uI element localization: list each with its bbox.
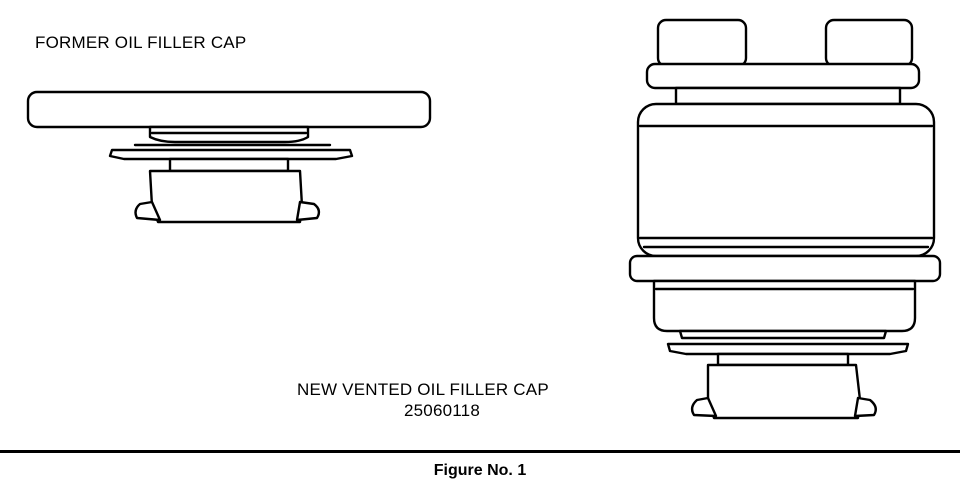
former-cap-left-lug bbox=[134, 200, 162, 222]
former-cap-gasket-flange bbox=[108, 148, 354, 161]
new-cap-top-band bbox=[645, 62, 921, 90]
new-cap-part-number: 25060118 bbox=[404, 401, 480, 420]
former-cap-neck bbox=[148, 125, 310, 144]
former-cap-right-lug bbox=[295, 200, 321, 222]
new-cap-handle-right bbox=[824, 18, 914, 68]
new-cap-collar-ring bbox=[628, 254, 942, 283]
new-vented-oil-filler-cap bbox=[628, 18, 942, 420]
new-cap-label: NEW VENTED OIL FILLER CAP bbox=[297, 380, 549, 399]
figure-caption: Figure No. 1 bbox=[433, 462, 527, 479]
former-cap-stem bbox=[168, 157, 290, 173]
new-cap-gasket-disk bbox=[666, 342, 910, 356]
former-cap-top-disk bbox=[26, 90, 432, 129]
former-cap-lower-body bbox=[148, 169, 304, 224]
new-cap-stem bbox=[716, 352, 850, 367]
new-cap-right-lug bbox=[853, 396, 877, 418]
divider-rule bbox=[0, 450, 960, 453]
former-cap-label: FORMER OIL FILLER CAP bbox=[35, 33, 247, 52]
former-oil-filler-cap bbox=[26, 90, 432, 224]
new-cap-gasket-flange bbox=[678, 329, 888, 340]
new-cap-handle-left bbox=[656, 18, 748, 68]
new-cap-lower-cylinder bbox=[652, 279, 917, 333]
new-cap-bottom-body bbox=[706, 363, 862, 420]
new-cap-left-lug bbox=[690, 396, 718, 418]
new-cap-neck bbox=[674, 86, 902, 106]
